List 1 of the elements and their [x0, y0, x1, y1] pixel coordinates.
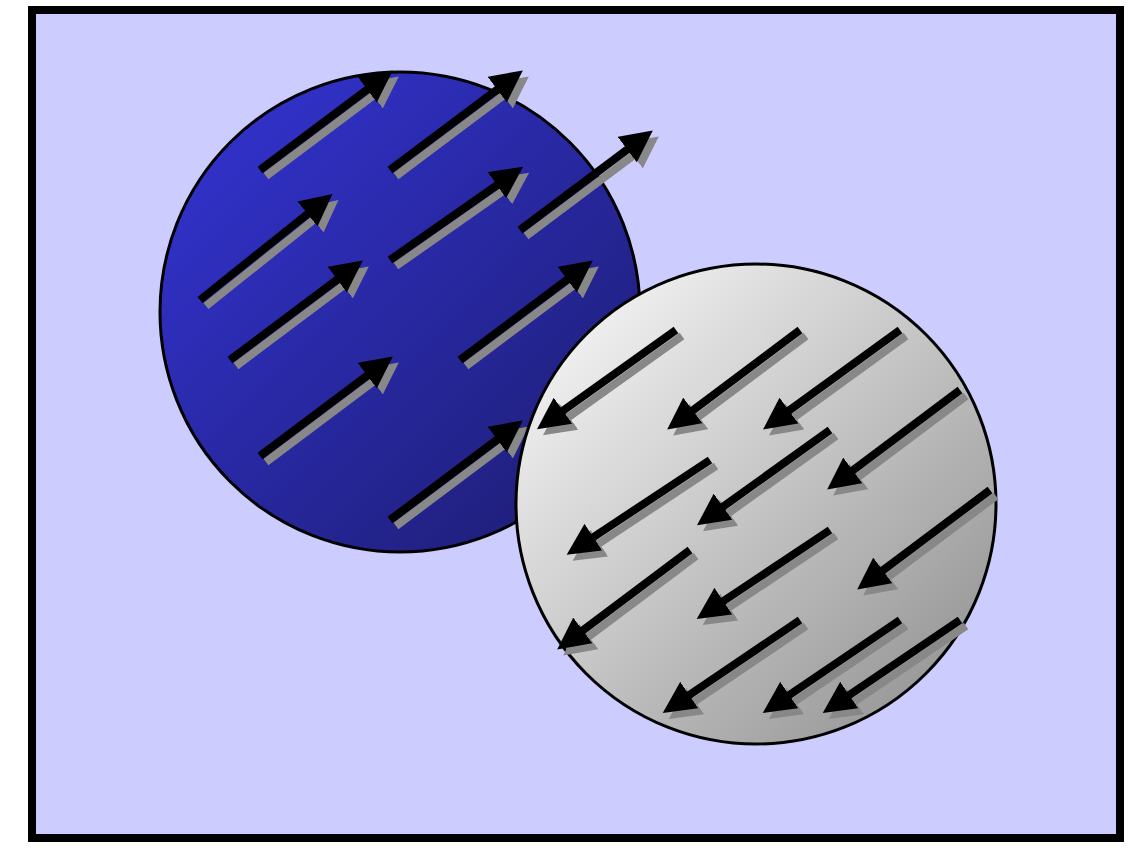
- sphere-drawing: [514, 262, 999, 746]
